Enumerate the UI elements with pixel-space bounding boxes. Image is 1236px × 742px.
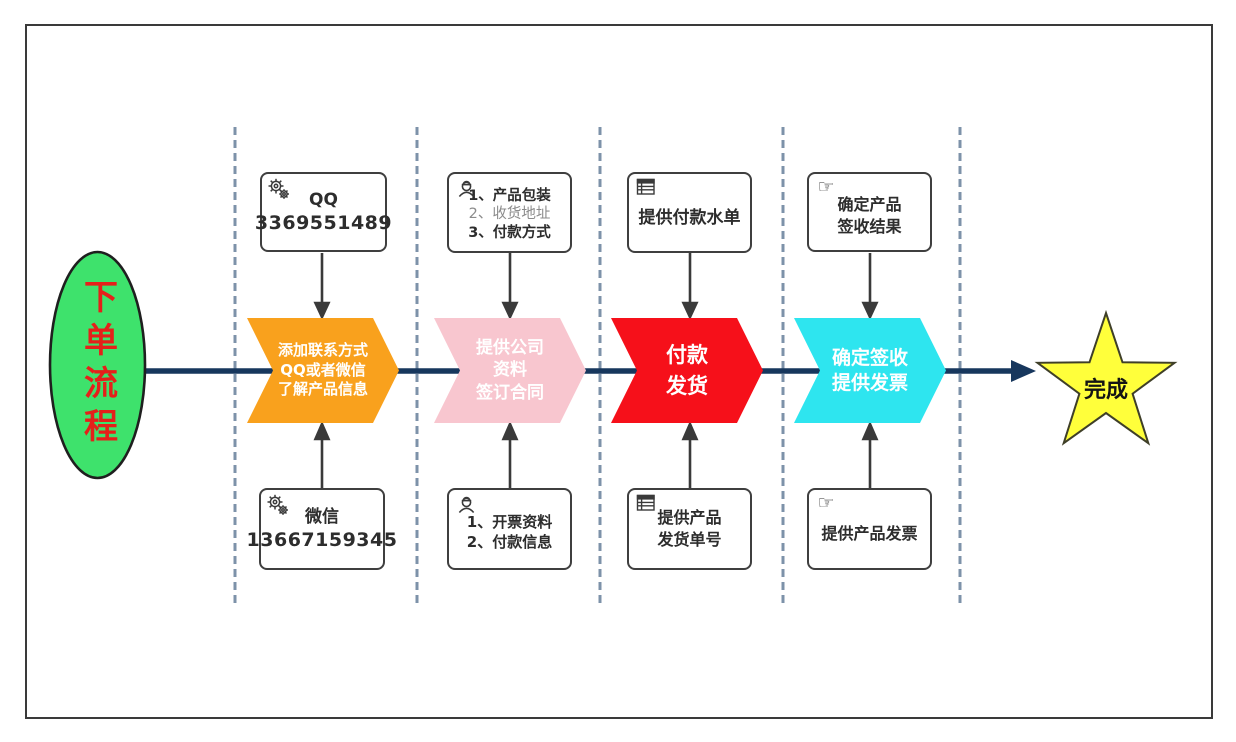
qq-contact-box: QQ 3369551489 [255, 172, 392, 252]
chevron-company-info-shape [434, 318, 586, 423]
wechat-contact-box: 微信 13667159345 [247, 488, 397, 570]
up-arrow-icon [861, 420, 879, 441]
payment-slip-box: 提供付款水单 [627, 172, 752, 253]
box-line: 2、收货地址 [468, 206, 551, 223]
up-arrow-icon [313, 420, 331, 441]
box-line: 1、开票资料 [466, 512, 553, 531]
chevron-add-contact-label: 添加联系方式 QQ或者微信 了解产品信息 [277, 341, 368, 399]
box-line: 13667159345 [246, 528, 398, 551]
box-line: 3、付款方式 [468, 224, 551, 241]
finish-star [1034, 309, 1178, 446]
box-line: QQ [309, 189, 338, 210]
table-icon [634, 494, 658, 516]
product-info-box: 1、产品包装 2、收货地址 3、付款方式 [447, 172, 572, 253]
bottom-connectors [313, 420, 879, 488]
worker-icon [454, 178, 478, 200]
table-icon [634, 178, 658, 200]
box-line: 提供产品发票 [821, 524, 918, 544]
box-line: 1、产品包装 [468, 188, 551, 205]
box-line: 3369551489 [254, 211, 393, 234]
box-line: 发货单号 [657, 530, 722, 549]
down-arrow-icon [313, 301, 331, 321]
up-arrow-icon [681, 420, 699, 441]
box-line: 提供付款水单 [638, 208, 741, 229]
box-line: 提供产品 [657, 508, 722, 528]
pointing-hand-icon: ☞ [817, 492, 835, 514]
box-line: 签收结果 [837, 217, 902, 236]
chevron-sign-invoice-shape [794, 318, 946, 423]
invoice-info-box: 1、开票资料 2、付款信息 [447, 488, 572, 570]
start-ellipse [48, 250, 147, 480]
lane-dividers [233, 127, 962, 608]
box-line: 确定产品 [837, 195, 902, 215]
finish-star-label: 完成 [1083, 378, 1128, 403]
chevron-sign-invoice-label: 确定签收 提供发票 [831, 346, 908, 394]
pointing-hand-icon: ☞ [817, 176, 835, 198]
chevron-payment-ship-label: 付款 发货 [666, 343, 708, 398]
worker-icon [454, 494, 478, 516]
gears-icon [267, 178, 291, 200]
chevron-company-info-label: 提供公司 资料 签订合同 [476, 338, 544, 403]
top-connectors [313, 253, 879, 321]
chevron-payment-ship-shape [611, 318, 763, 423]
sign-result-box: ☞ 确定产品 签收结果 [807, 172, 932, 252]
start-ellipse-label: 下单流程 [77, 279, 118, 451]
down-arrow-icon [681, 301, 699, 321]
down-arrow-icon [501, 301, 519, 321]
box-line: 微信 [305, 506, 339, 527]
chevron-add-contact-shape [247, 318, 399, 423]
shipping-number-box: 提供产品 发货单号 [627, 488, 752, 570]
down-arrow-icon [861, 301, 879, 321]
gears-icon [266, 494, 290, 516]
product-invoice-box: ☞ 提供产品发票 [807, 488, 932, 570]
diagram-border [25, 24, 1213, 719]
box-line: 2、付款信息 [466, 533, 553, 551]
up-arrow-icon [501, 420, 519, 441]
flow-arrowhead-icon [1011, 360, 1036, 382]
